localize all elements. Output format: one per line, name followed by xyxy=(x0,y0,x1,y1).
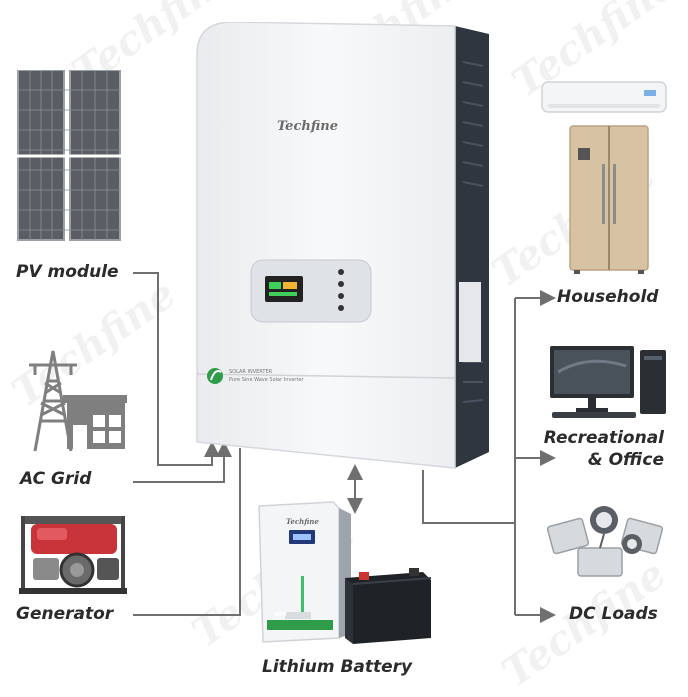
air-conditioner-icon xyxy=(541,81,667,113)
computer-icon xyxy=(550,346,666,418)
generator-line xyxy=(133,448,241,616)
household-label: Household xyxy=(557,287,659,307)
generator-icon xyxy=(19,516,127,594)
inverter: Techfine SOLAR INVERTER Pure Sine Wave S… xyxy=(193,22,491,472)
lithium-battery-icon xyxy=(258,501,432,644)
battery-brand: Techfine xyxy=(286,517,319,526)
output-line xyxy=(422,470,515,524)
inverter-body xyxy=(196,22,489,469)
ac-grid-label: AC Grid xyxy=(20,469,92,489)
recreational-label-line1: Recreational xyxy=(543,428,664,448)
inverter-panel-subtext: Pure Sine Wave Solar Inverter xyxy=(229,377,304,383)
dc-lamp-icon xyxy=(546,506,664,577)
recreational-label-line2: & Office xyxy=(587,450,664,470)
refrigerator-icon xyxy=(569,125,649,274)
ac-grid-icon xyxy=(29,350,127,452)
dc-loads-label: DC Loads xyxy=(569,604,658,624)
solar-panel-icon xyxy=(10,70,128,241)
ac-grid-line xyxy=(133,441,232,483)
inverter-panel-text: SOLAR INVERTER xyxy=(229,369,273,375)
pv-module-label: PV module xyxy=(16,262,119,282)
pv-line xyxy=(133,272,220,466)
lithium-battery-label: Lithium Battery xyxy=(262,657,413,677)
battery-badge: 48V xyxy=(274,611,287,618)
inverter-brand: Techfine xyxy=(277,119,338,134)
generator-label: Generator xyxy=(16,604,114,624)
